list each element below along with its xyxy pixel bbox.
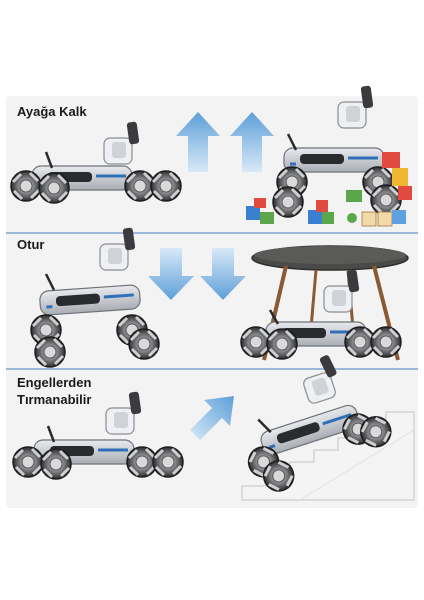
label-climb-line1: Engellerden	[17, 375, 92, 390]
toy-blocks	[246, 152, 412, 227]
arrow-up-2	[230, 112, 274, 172]
robot-standing	[271, 84, 403, 219]
divider-2	[6, 368, 418, 370]
label-sit: Otur	[17, 237, 45, 252]
robot-sitting	[29, 226, 161, 369]
table	[251, 245, 409, 361]
arrow-up-1	[176, 112, 220, 172]
arrow-diagonal	[190, 396, 234, 440]
label-climb-line2: Tırmanabilir	[17, 392, 92, 407]
arrow-down-1	[148, 248, 194, 300]
robot-climbing	[243, 352, 397, 497]
divider-1	[6, 232, 418, 234]
robot-lying-2	[11, 390, 185, 481]
label-stand-up: Ayağa Kalk	[17, 104, 87, 119]
robot-lying	[9, 120, 183, 205]
robot-crouching	[239, 268, 403, 361]
arrow-down-2	[200, 248, 246, 300]
